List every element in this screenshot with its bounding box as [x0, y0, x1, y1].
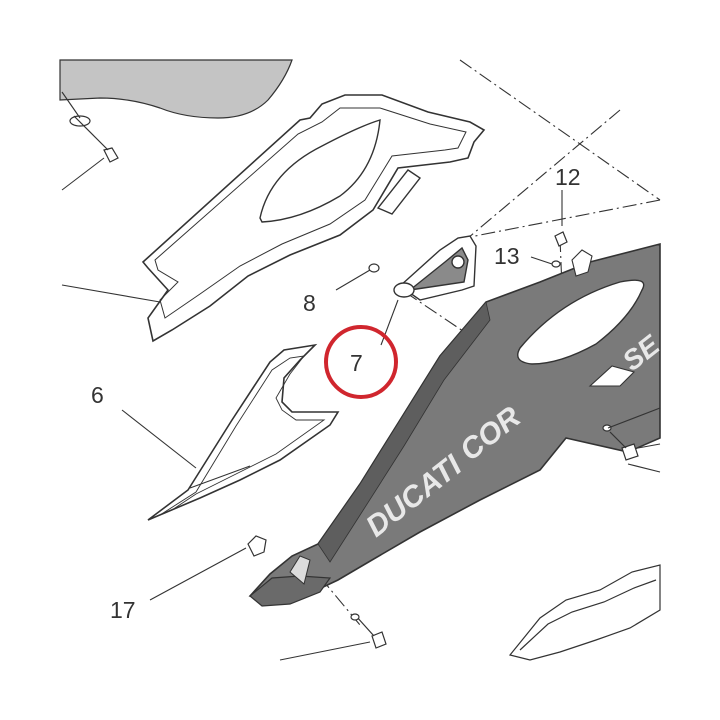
- lower-fairing-panel: [248, 242, 661, 607]
- part-6-panel: [147, 343, 340, 521]
- screw-icon: [355, 615, 387, 649]
- callout-8: 8: [303, 290, 316, 316]
- washer-icon: [602, 424, 612, 432]
- screw-icon: [554, 231, 568, 247]
- callout-12: 12: [555, 164, 581, 190]
- callout-7: 7: [350, 350, 363, 376]
- lower-right-fragment: [508, 564, 661, 661]
- callout-13: 13: [494, 243, 520, 269]
- callout-17: 17: [110, 597, 136, 623]
- inner-panel: [141, 94, 486, 343]
- rubber-grommet-icon: [247, 535, 267, 557]
- screw-icon: [73, 115, 119, 163]
- washer-icon: [551, 260, 561, 268]
- screw-icon: [609, 431, 639, 461]
- callout-7-highlight-ring: [324, 325, 398, 399]
- washer-icon: [69, 115, 91, 127]
- hardware: [69, 115, 639, 649]
- part-7-bracket: [393, 235, 477, 301]
- washer-icon: [368, 263, 380, 273]
- washer-icon: [350, 613, 360, 621]
- upper-grey-panel: [59, 59, 293, 119]
- callout-6: 6: [91, 382, 104, 408]
